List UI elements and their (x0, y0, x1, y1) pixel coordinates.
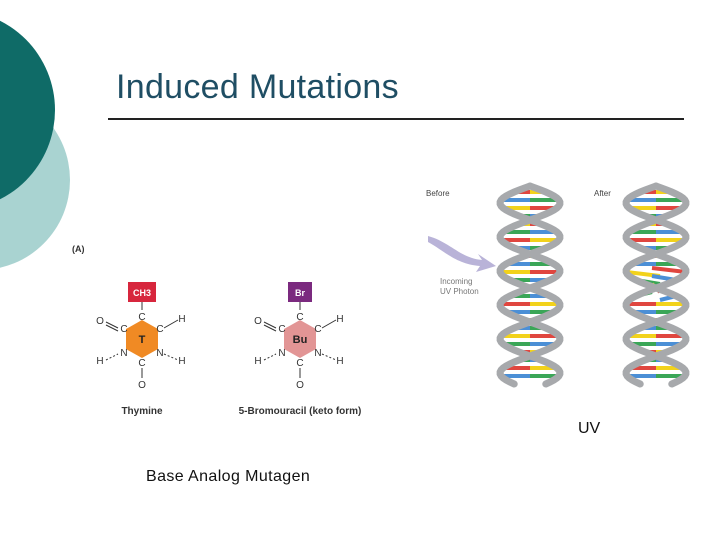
svg-text:C: C (296, 358, 303, 369)
caption-base-analog: Base Analog Mutagen (146, 468, 311, 485)
panel-label: (A) (72, 244, 85, 254)
svg-text:N: N (120, 348, 127, 359)
bromouracil-ring-label: Bu (293, 334, 308, 346)
uv-dna-figure: Before After Incoming UV Photon (426, 182, 690, 388)
svg-text:O: O (96, 316, 104, 327)
dna-helix-after (622, 182, 690, 388)
svg-text:N: N (314, 348, 321, 359)
svg-text:H: H (178, 314, 185, 325)
helix-backbone (496, 182, 564, 388)
decorative-circles (0, 20, 70, 268)
svg-text:C: C (314, 324, 321, 335)
label-incoming: Incoming (440, 277, 472, 286)
svg-text:C: C (156, 324, 163, 335)
dna-helix-before (496, 182, 564, 388)
bromouracil-br-box (288, 282, 312, 302)
svg-text:H: H (336, 356, 343, 367)
base-analog-figure: (A) CH3 T C C C N N C O H H H O Thymine … (72, 244, 362, 417)
base-pair-half (651, 266, 687, 274)
label-after: After (594, 189, 611, 198)
label-uv-photon: UV Photon (440, 287, 479, 296)
uv-photon-arrow (428, 236, 496, 272)
svg-text:C: C (138, 312, 145, 323)
bromouracil-br-label: Br (295, 288, 305, 298)
bromouracil-structure: Br Bu C C C N N C O H H H O 5-Bromouraci… (239, 282, 362, 417)
svg-text:H: H (178, 356, 185, 367)
label-before: Before (426, 189, 450, 198)
thymine-ch3-box (128, 282, 156, 302)
caption-uv: UV (578, 420, 601, 437)
thymine-ch3-label: CH3 (133, 288, 151, 298)
deco-circle-dark (0, 20, 55, 200)
bromouracil-name: 5-Bromouracil (keto form) (239, 406, 362, 417)
thymine-name: Thymine (121, 406, 163, 417)
svg-text:N: N (278, 348, 285, 359)
svg-text:O: O (296, 380, 304, 391)
svg-text:N: N (156, 348, 163, 359)
slide-title: Induced Mutations (116, 68, 399, 106)
thymine-ring (126, 320, 158, 358)
svg-text:O: O (138, 380, 146, 391)
svg-text:C: C (138, 358, 145, 369)
svg-text:H: H (96, 356, 103, 367)
svg-text:O: O (254, 316, 262, 327)
title-divider (108, 118, 684, 120)
svg-text:C: C (120, 324, 127, 335)
svg-text:C: C (278, 324, 285, 335)
svg-text:C: C (296, 312, 303, 323)
thymine-structure: CH3 T C C C N N C O H H H O Thymine (96, 282, 186, 417)
svg-text:H: H (254, 356, 261, 367)
thymine-ring-label: T (139, 334, 146, 346)
helix-backbone (622, 182, 690, 388)
bromouracil-ring (284, 320, 316, 358)
svg-text:H: H (336, 314, 343, 325)
